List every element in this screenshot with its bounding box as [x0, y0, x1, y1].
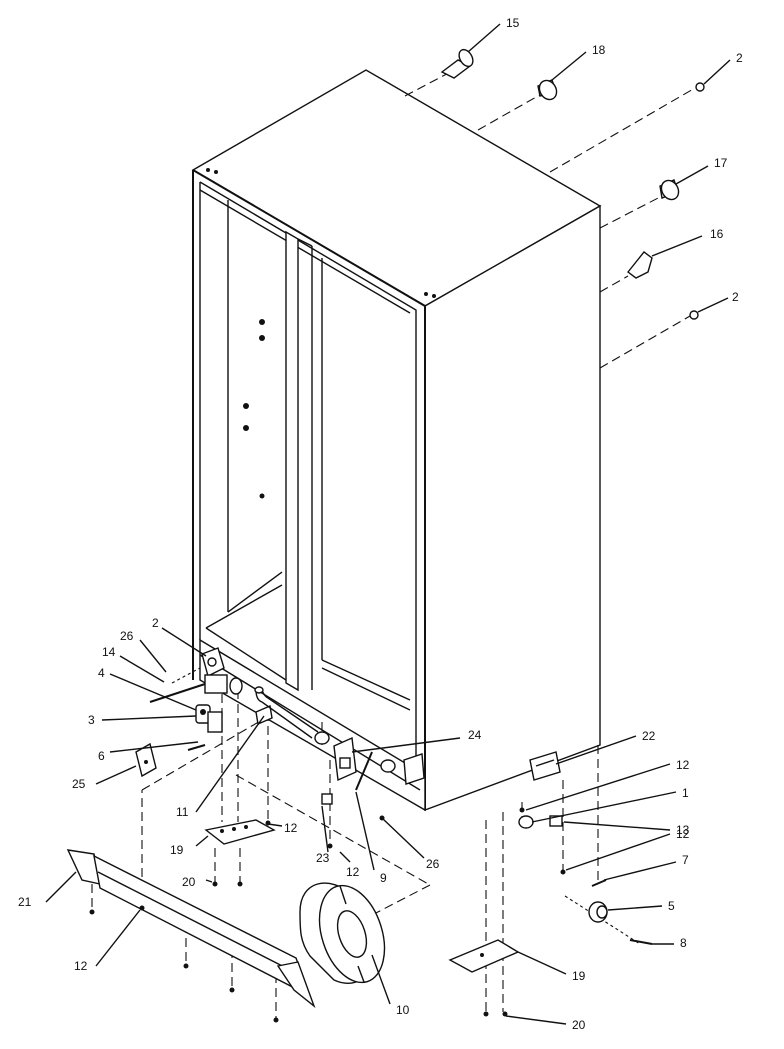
callout-2: 2	[732, 290, 739, 304]
part-12-screw	[139, 905, 145, 911]
callout-14: 14	[102, 645, 116, 659]
callout-7: 7	[682, 853, 689, 867]
part-20-screw	[502, 1011, 508, 1017]
callout-12: 12	[676, 758, 690, 772]
callout-13: 13	[676, 823, 690, 837]
part-3-roller-bracket	[195, 704, 223, 733]
part-12-screw	[327, 843, 333, 849]
part-12-screw	[183, 963, 189, 969]
part-12-screw	[519, 807, 525, 813]
callout-12: 12	[676, 827, 690, 841]
part-1-roller	[518, 815, 534, 829]
drain-tube	[254, 686, 319, 739]
callout-1: 1	[682, 786, 689, 800]
part-1-roller	[380, 759, 396, 773]
part-2-plug	[695, 82, 705, 92]
part-11-clip	[255, 705, 273, 725]
corner-plate	[403, 753, 425, 785]
part-2-plug	[689, 310, 699, 320]
hardware-parts	[66, 48, 705, 1023]
callout-10: 10	[396, 1003, 410, 1017]
part-19-hinge-plate	[448, 939, 520, 973]
part-12-screw	[560, 869, 566, 875]
callout-17: 17	[714, 156, 728, 170]
callout-12: 12	[346, 865, 360, 879]
part-21-toe-grille	[66, 849, 316, 1009]
part-17-bushing	[659, 179, 680, 201]
callout-2: 2	[736, 51, 743, 65]
callout-24: 24	[468, 728, 482, 742]
part-20-screw	[212, 881, 218, 887]
part-15-hinge-pin	[440, 48, 474, 79]
part-20-screw	[237, 881, 243, 887]
part-12-screw	[273, 1017, 279, 1023]
part-23-clip	[321, 793, 333, 805]
callout-26: 26	[120, 629, 134, 643]
callout-labels: 15 18 2 17 16 2 2 26 14 4 3 6 25 11 24 1…	[18, 16, 743, 1032]
part-25-bracket	[135, 742, 157, 778]
part-8-screw	[629, 939, 653, 945]
part-12-screw	[229, 987, 235, 993]
part-4-leveling-leg	[149, 674, 228, 703]
callout-2: 2	[152, 616, 159, 630]
part-16-hinge-cam	[627, 251, 653, 279]
part-20-screw	[483, 1011, 489, 1017]
callout-12: 12	[74, 959, 88, 973]
part-1-roller	[314, 731, 330, 745]
part-7-pin	[591, 879, 607, 887]
callout-8: 8	[680, 936, 687, 950]
callout-4: 4	[98, 666, 105, 680]
callout-16: 16	[710, 227, 724, 241]
part-19-hinge-plate	[204, 819, 276, 845]
callout-20: 20	[572, 1018, 586, 1032]
part-13-clip	[549, 815, 563, 827]
part-1-roller	[229, 677, 243, 695]
refrigerator-cabinet	[191, 69, 602, 812]
part-22-bracket	[529, 751, 561, 781]
callout-18: 18	[592, 43, 606, 57]
callout-15: 15	[506, 16, 520, 30]
callout-12: 12	[284, 821, 298, 835]
callout-19: 19	[572, 969, 586, 983]
callout-20: 20	[182, 875, 196, 889]
callout-11: 11	[176, 805, 189, 819]
part-12-screw	[89, 909, 95, 915]
part-10-tape-roll	[299, 882, 386, 984]
callout-leaders	[45, 23, 731, 1025]
part-6-screw	[187, 744, 206, 751]
callout-21: 21	[18, 895, 32, 909]
part-2-plug	[201, 647, 225, 678]
callout-6: 6	[98, 749, 105, 763]
part-5-roller	[588, 901, 608, 923]
callout-23: 23	[316, 851, 330, 865]
part-9-pin	[355, 751, 373, 791]
callout-22: 22	[642, 729, 656, 743]
callout-3: 3	[88, 713, 95, 727]
callout-25: 25	[72, 777, 86, 791]
callout-5: 5	[668, 899, 675, 913]
callout-26: 26	[426, 857, 440, 871]
callout-19: 19	[170, 843, 184, 857]
part-24-hinge-bracket	[333, 736, 357, 782]
callout-9: 9	[380, 871, 387, 885]
part-18-bushing	[537, 79, 558, 101]
